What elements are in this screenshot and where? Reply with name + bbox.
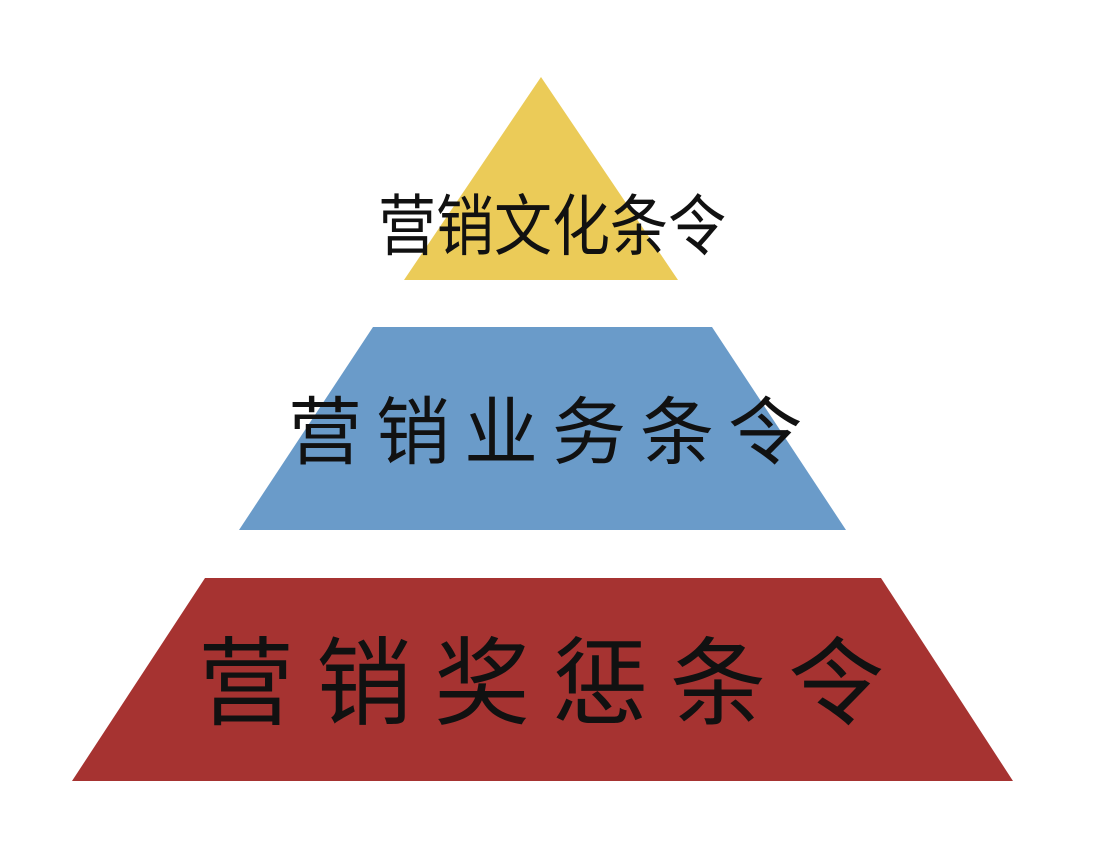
tier-bottom-label: 营销奖惩条令 [198,628,906,740]
tier-middle-shape [239,327,846,530]
tier-top-label: 营销文化条令 [377,187,726,266]
tier-bottom-shape [72,578,1013,781]
tier-middle-label: 营销业务条令 [288,390,816,476]
tier-top-shape [404,77,678,280]
